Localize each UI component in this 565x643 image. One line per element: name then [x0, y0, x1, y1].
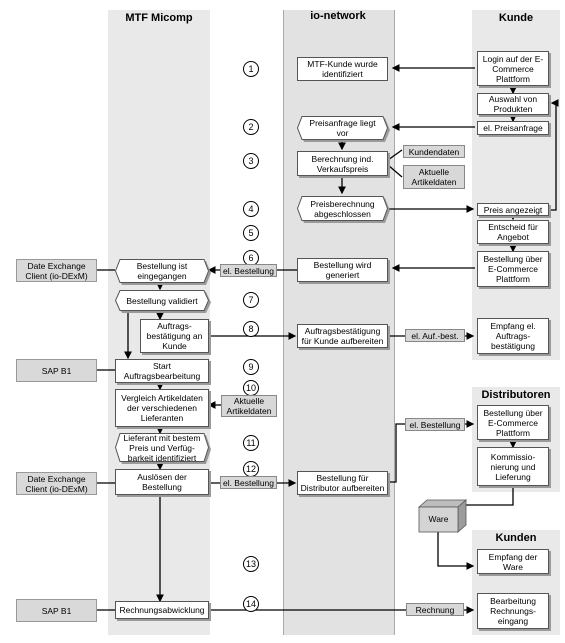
io-artikeldaten: Aktuelle Artikeldaten [403, 165, 465, 189]
kunde-login: Login auf der E-Commerce Plattform [477, 51, 549, 86]
mtf-rechnungsabwicklung: Rechnungsabwicklung [115, 601, 209, 619]
io-preisanfrage: Preisanfrage liegt vor [297, 116, 388, 140]
step-number-7: 7 [243, 292, 259, 308]
io-auftragsbestaetigung: Auftragsbestätigung für Kunde aufbereite… [297, 324, 388, 348]
system-dex-1: Date Exchange Client (io-DExM) [16, 259, 97, 282]
lane-title-kunde: Kunde [498, 12, 534, 24]
transfer-el-bestellung-3: el. Bestellung [405, 418, 465, 431]
transfer-el-auf-best: el. Auf.-best. [405, 329, 465, 342]
step-number-9: 9 [243, 359, 259, 375]
mtf-start-auftrag: Start Auftragsbearbeitung [115, 359, 209, 383]
io-preisberechnung-abgeschlossen: Preisberechnung abgeschlossen [297, 196, 388, 221]
system-sap-2: SAP B1 [16, 599, 97, 622]
transfer-el-bestellung-1: el. Bestellung [220, 264, 277, 277]
io-bestellung-generiert: Bestellung wird generiert [297, 258, 388, 282]
kunde-entscheid: Entscheid für Angebot [477, 220, 549, 244]
step-number-3: 3 [243, 153, 259, 169]
kunde-auswahl: Auswahl von Produkten [477, 93, 549, 115]
kunde-empfang-bestaetigung: Empfang el. Auftrags-bestätigung [477, 318, 549, 354]
step-number-5: 5 [243, 225, 259, 241]
lane-io [283, 10, 395, 635]
kunde-bestellung: Bestellung über E-Commerce Plattform [477, 251, 549, 287]
step-number-11: 11 [243, 435, 259, 451]
kunde-preis-angezeigt: Preis angezeigt [477, 203, 549, 216]
step-number-2: 2 [243, 119, 259, 135]
system-sap-1: SAP B1 [16, 359, 97, 382]
transfer-el-bestellung-2: el. Bestellung [220, 476, 277, 489]
mtf-auftragsbestaetigung: Auftrags-bestätigung an Kunde [140, 319, 209, 353]
lane-title-io: io-network [310, 10, 366, 22]
lane-title-kunden: Kunden [495, 532, 537, 544]
kunden-rechnungseingang: Bearbeitung Rechnungs-eingang [477, 593, 549, 629]
lane-title-distributoren: Distributoren [481, 389, 551, 401]
io-berechnung: Berechnung ind. Verkaufspreis [297, 151, 388, 176]
mtf-bestellung-validiert: Bestellung validiert [115, 290, 209, 311]
io-kundendaten: Kundendaten [403, 145, 465, 158]
step-number-8: 8 [243, 321, 259, 337]
ware-package-icon [418, 499, 468, 533]
step-number-12: 12 [243, 461, 259, 477]
mtf-aktuelle-artikeldaten: Aktuelle Artikeldaten [221, 395, 277, 417]
mtf-lieferant-identifiziert: Lieferant mit bestem Preis und Verfüg-ba… [115, 433, 209, 462]
step-number-4: 4 [243, 201, 259, 217]
mtf-ausloesen-bestellung: Auslösen der Bestellung [115, 469, 209, 495]
ware-label: Ware [428, 514, 449, 524]
io-bestellung-distributor: Bestellung für Distributor aufbereiten [297, 471, 388, 495]
step-number-1: 1 [243, 61, 259, 77]
io-kunde-identifiziert: MTF-Kunde wurde identifiziert [297, 57, 388, 81]
step-number-13: 13 [243, 556, 259, 572]
step-number-10: 10 [243, 380, 259, 396]
mtf-vergleich-artikeldaten: Vergleich Artikeldaten der verschiedenen… [115, 389, 209, 427]
kunde-preisanfrage: el. Preisanfrage [477, 121, 549, 135]
transfer-rechnung: Rechnung [406, 603, 464, 616]
kunden-empfang-ware: Empfang der Ware [477, 549, 549, 574]
distributor-kommissionierung: Kommissio-nierung und Lieferung [477, 447, 549, 486]
mtf-bestellung-eingegangen: Bestellung ist eingegangen [115, 259, 209, 283]
step-number-14: 14 [243, 596, 259, 612]
system-dex-2: Date Exchange Client (io-DExM) [16, 472, 97, 495]
lane-title-mtf: MTF Micomp [125, 12, 193, 24]
distributor-bestellung: Bestellung über E-Commerce Plattform [477, 405, 549, 440]
